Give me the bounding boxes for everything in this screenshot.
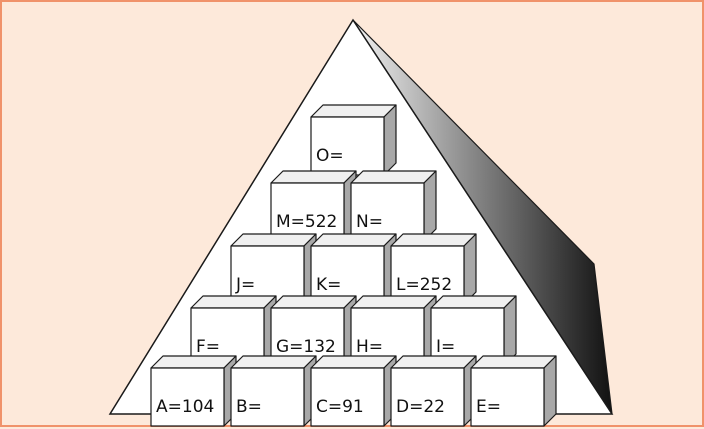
block-top-face [430, 295, 517, 309]
block-side-face [423, 170, 437, 242]
block-O: O= [310, 104, 397, 176]
block-top-face [270, 170, 357, 184]
block-top-face [390, 355, 477, 369]
block-label-D: D=22 [396, 397, 445, 417]
block-label-K: K= [316, 275, 341, 295]
block-side-face [543, 355, 557, 427]
block-front-face [390, 367, 465, 427]
block-front-face [230, 367, 305, 427]
block-B: B= [230, 355, 317, 427]
block-top-face [190, 295, 277, 309]
block-label-A: A=104 [156, 397, 214, 417]
block-G: G=132 [270, 295, 357, 367]
block-label-E: E= [476, 397, 501, 417]
block-label-J: J= [235, 275, 255, 295]
block-front-face [310, 367, 385, 427]
block-K: K= [310, 233, 397, 305]
block-top-face [310, 355, 397, 369]
block-top-face [310, 104, 397, 118]
block-label-M: M=522 [276, 212, 337, 232]
block-label-H: H= [356, 337, 383, 357]
block-C: C=91 [310, 355, 397, 427]
block-J: J= [230, 233, 317, 305]
block-top-face [470, 355, 557, 369]
block-label-B: B= [236, 397, 262, 417]
block-L: L=252 [390, 233, 477, 305]
block-M: M=522 [270, 170, 357, 242]
block-I: I= [430, 295, 517, 367]
block-top-face [150, 355, 237, 369]
block-top-face [310, 233, 397, 247]
block-top-face [270, 295, 357, 309]
block-side-face [383, 104, 397, 176]
block-label-N: N= [356, 212, 383, 232]
block-top-face [390, 233, 477, 247]
block-top-face [350, 295, 437, 309]
block-H: H= [350, 295, 437, 367]
block-N: N= [350, 170, 437, 242]
block-front-face [470, 367, 545, 427]
block-E: E= [470, 355, 557, 427]
block-A: A=104 [150, 355, 237, 427]
block-label-L: L=252 [396, 275, 452, 295]
block-top-face [230, 233, 317, 247]
block-label-F: F= [196, 337, 220, 357]
block-label-G: G=132 [276, 337, 336, 357]
block-D: D=22 [390, 355, 477, 427]
block-label-O: O= [316, 146, 344, 166]
block-label-I: I= [436, 337, 455, 357]
block-side-face [463, 233, 477, 305]
block-label-C: C=91 [316, 397, 364, 417]
block-top-face [230, 355, 317, 369]
block-top-face [350, 170, 437, 184]
block-front-face [150, 367, 225, 427]
